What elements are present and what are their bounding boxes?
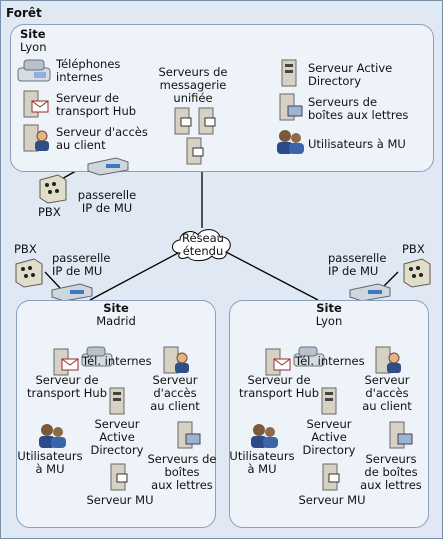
ip-gateway-icon xyxy=(87,157,129,176)
pbx-icon xyxy=(403,258,431,288)
site-lyon-top-ad-label: Serveur Active Directory xyxy=(308,61,393,88)
site-lyon-bottom-cas-label: Serveur d'accès au client xyxy=(362,373,412,413)
site-lyon-bottom-ad-label: Serveur Active Directory xyxy=(302,417,356,457)
site-lyon-top-hub-label: Serveur de transport Hub xyxy=(56,91,137,118)
ip-gateway-icon xyxy=(349,283,391,302)
site-madrid-um-label: Serveur MU xyxy=(86,493,154,507)
left-gateway-label: passerelle IP de MU xyxy=(52,251,111,278)
active-directory-server-icon xyxy=(321,387,337,415)
mailbox-server-icon xyxy=(279,93,303,121)
site-madrid-mbx-label: Serveurs de boîtes aux lettres xyxy=(147,452,217,492)
site-lyon-bottom-mbx-label: Serveurs de boîtes aux lettres xyxy=(360,452,422,492)
site-lyon-bottom-users-label: Utilisateurs à MU xyxy=(229,449,295,476)
site-lyon-top-label: Site xyxy=(20,27,46,41)
top-pbx-label: PBX xyxy=(38,205,61,219)
hub-server-icon xyxy=(53,348,79,376)
site-madrid-ad-label: Serveur Active Directory xyxy=(90,417,144,457)
site-lyon-top-cas-label: Serveur d'accès au client xyxy=(56,125,148,152)
client-access-server-icon xyxy=(375,346,401,374)
client-access-server-icon xyxy=(23,124,49,152)
site-madrid-hub-label: Serveur de transport Hub xyxy=(26,373,108,400)
site-lyon-top-phones-label: Téléphones internes xyxy=(56,57,121,84)
site-lyon-top-city: Lyon xyxy=(20,40,47,54)
site-lyon-bottom-um-label: Serveur MU xyxy=(298,493,366,507)
left-pbx-label: PBX xyxy=(14,242,37,256)
forest-title: Forêt xyxy=(6,6,42,20)
right-pbx-label: PBX xyxy=(402,242,425,256)
active-directory-server-icon xyxy=(281,59,297,87)
site-lyon-bottom-city: Lyon xyxy=(315,314,343,328)
pbx-icon xyxy=(15,258,43,288)
um-server-icon xyxy=(174,107,192,135)
ip-gateway-icon xyxy=(51,283,93,302)
mailbox-server-icon xyxy=(389,421,413,449)
site-madrid-users-label: Utilisateurs à MU xyxy=(17,449,83,476)
ip-phone-icon xyxy=(293,346,325,367)
site-lyon-top xyxy=(10,24,434,172)
site-lyon-top-um-label: Serveurs de messagerie unifiée xyxy=(158,65,228,105)
site-madrid-phones-label: Tél. internes xyxy=(82,354,152,368)
users-icon xyxy=(251,424,278,448)
hub-server-icon xyxy=(265,348,291,376)
pbx-icon xyxy=(39,174,67,204)
hub-server-icon xyxy=(23,90,49,118)
right-gateway-label: passerelle IP de MU xyxy=(328,251,387,278)
active-directory-server-icon xyxy=(109,387,125,415)
um-server-icon xyxy=(198,107,216,135)
site-madrid-city: Madrid xyxy=(96,314,136,328)
users-icon xyxy=(277,130,304,154)
um-server-icon xyxy=(322,463,340,491)
site-madrid-cas-label: Serveur d'accès au client xyxy=(150,373,200,413)
um-server-icon xyxy=(110,463,128,491)
site-lyon-top-users-label: Utilisateurs à MU xyxy=(308,137,406,151)
client-access-server-icon xyxy=(163,346,189,374)
top-gateway-label: passerelle IP de MU xyxy=(77,188,137,215)
ip-phone-icon xyxy=(81,346,113,367)
site-madrid-label: Site xyxy=(103,301,129,315)
site-lyon-bottom-hub-label: Serveur de transport Hub xyxy=(238,373,320,400)
ip-phone-icon xyxy=(17,59,51,82)
site-lyon-bottom-phones-label: Tél. internes xyxy=(295,354,365,368)
wan-label: Réseau étendu xyxy=(182,231,224,258)
site-lyon-bottom-label: Site xyxy=(316,301,342,315)
mailbox-server-icon xyxy=(177,421,201,449)
users-icon xyxy=(39,424,66,448)
um-server-icon xyxy=(186,137,204,165)
site-lyon-top-mbx-label: Serveurs de boîtes aux lettres xyxy=(308,95,409,122)
wan-cloud-icon xyxy=(172,229,231,262)
